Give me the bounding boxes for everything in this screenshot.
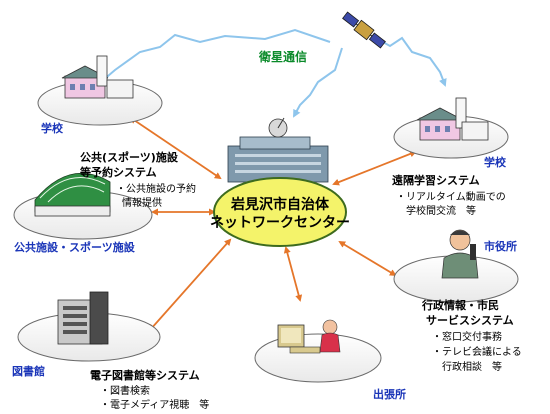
satellite-wave-left — [93, 28, 331, 89]
school-building-icon — [61, 55, 134, 99]
satellite-label: 衛星通信 — [258, 49, 307, 64]
center-title-line1: 岩見沢市自治体 — [230, 196, 330, 213]
link-branch — [283, 246, 303, 302]
distance-learning-item-1: ・リアルタイム動画での — [396, 190, 506, 203]
e-library-item-2: ・電子メディア視聴 等 — [100, 398, 209, 411]
center-title-line2: ネットワークセンター — [210, 215, 350, 231]
school-building-icon — [416, 97, 489, 141]
library-building-icon — [57, 291, 109, 345]
center-oval — [213, 177, 347, 247]
admin-service-item-1: ・窓口交付事務 — [432, 330, 502, 343]
e-library-item-1: ・図書検索 — [100, 384, 150, 397]
center-building-icon — [227, 117, 329, 183]
branch-office-icon — [277, 319, 341, 354]
facility-booking-item-2: 情報提供 — [122, 196, 162, 209]
satellite-wave-right — [371, 35, 447, 87]
link-school-left — [129, 116, 222, 180]
facility-booking-title-1: 公共(スポーツ)施設 — [80, 150, 179, 164]
link-school-right — [332, 150, 417, 186]
node-label-city-hall: 市役所 — [484, 239, 517, 253]
satellite-icon — [342, 11, 386, 49]
network-links — [129, 116, 417, 332]
distance-learning-item-2: 学校間交流 等 — [406, 204, 476, 217]
distance-learning-title: 遠隔学習システム — [392, 173, 480, 187]
link-city-hall — [338, 240, 397, 277]
satellite-links — [93, 28, 447, 118]
node-label-library: 図書館 — [12, 364, 45, 378]
city-hall-icon — [441, 229, 479, 279]
node-label-school-left: 学校 — [41, 121, 64, 135]
sports-dome-icon — [34, 172, 111, 217]
facility-booking-title-2: 等予約システム — [79, 165, 157, 179]
facility-booking-item-1: ・公共施設の予約 — [116, 182, 196, 195]
node-label-sports: 公共施設・スポーツ施設 — [14, 240, 136, 254]
e-library-title: 電子図書館等システム — [90, 368, 200, 382]
node-label-school-right: 学校 — [484, 155, 507, 169]
branch-oval — [254, 333, 382, 383]
admin-service-item-2: ・テレビ会議による — [432, 345, 522, 358]
satellite-wave-down — [293, 47, 343, 118]
link-library — [148, 238, 232, 332]
admin-service-item-3: 行政相談 等 — [442, 360, 502, 373]
node-label-branch: 出張所 — [373, 387, 406, 401]
admin-service-title-2: サービスシステム — [426, 313, 514, 327]
admin-service-title-1: 行政情報・市民 — [421, 298, 499, 312]
